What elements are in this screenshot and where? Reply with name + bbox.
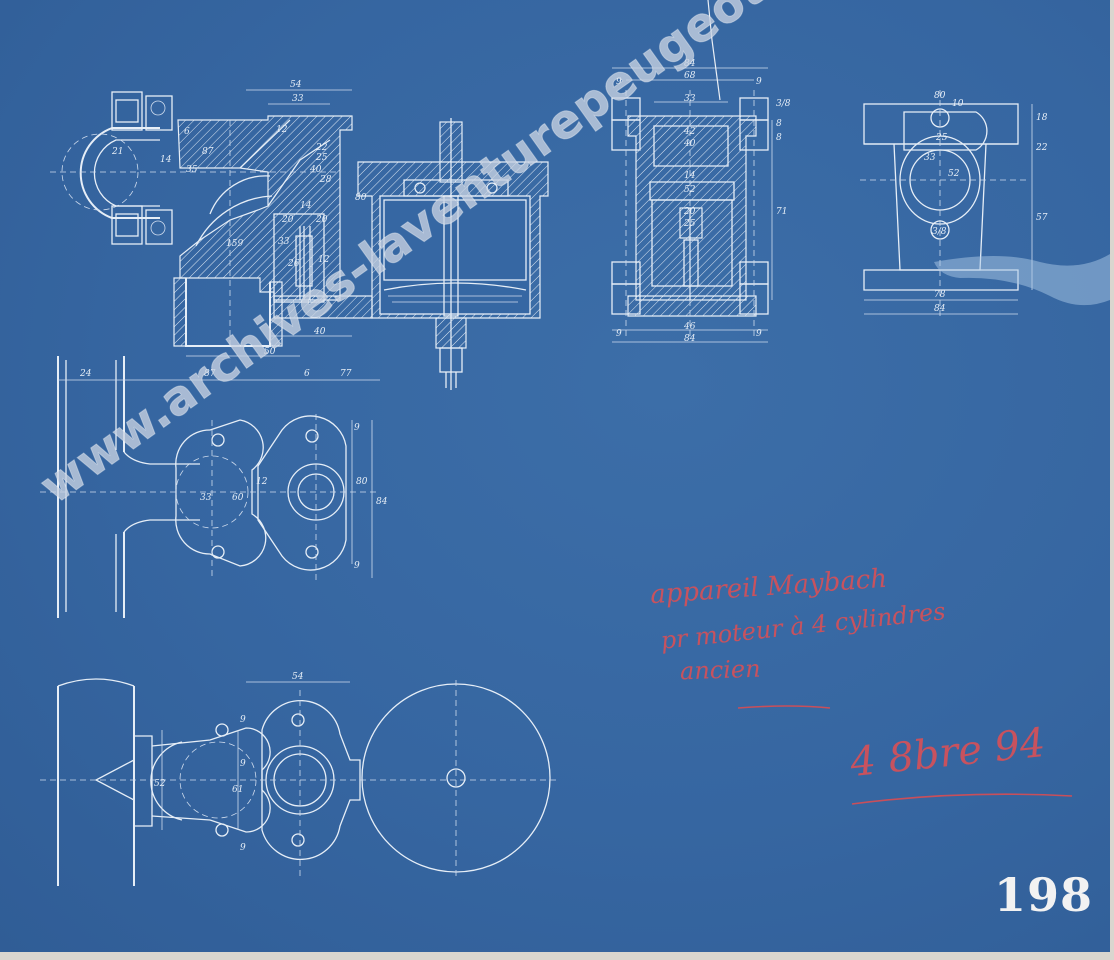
dim-label: 25 (315, 153, 328, 163)
dim-label: 14 (300, 201, 312, 211)
dim-label: 40 (313, 327, 326, 337)
dim-label: 84 (376, 497, 388, 507)
dim-label: 6 (184, 127, 190, 137)
dim-label: 50 (264, 347, 276, 357)
dim-label: 9 (240, 715, 246, 725)
dim-label: 33 (924, 153, 936, 163)
dim-label: 68 (684, 71, 696, 81)
dim-label: 87 (204, 369, 216, 379)
flange-end-view: 80 10 25 33 52 22 57 18 3/8 78 84 (860, 90, 1048, 320)
dim-label: 33 (278, 237, 290, 247)
dim-label: 9 (756, 77, 762, 87)
dim-label: 14 (160, 155, 172, 165)
annotation-line-3: ancien (679, 654, 762, 686)
dim-label: 10 (952, 99, 964, 109)
dim-label: 21 (111, 147, 123, 157)
date-underline (851, 793, 1073, 805)
dim-label: 46 (683, 322, 696, 332)
dim-label: 22 (1035, 143, 1048, 153)
dim-label: 60 (232, 493, 244, 503)
paper-crease (707, 0, 721, 101)
dim-label: 71 (776, 207, 787, 217)
dim-label: 9 (616, 329, 622, 339)
dim-label: 33 (684, 94, 696, 104)
dim-label: 12 (256, 477, 268, 487)
dim-label: 14 (684, 171, 696, 181)
dim-label: 52 (948, 169, 960, 179)
dim-label: 20 (315, 215, 328, 225)
dim-label: 9 (354, 423, 360, 433)
dim-label: 57 (1036, 213, 1048, 223)
dim-label: 84 (934, 304, 946, 314)
dim-label: 80 (356, 477, 368, 487)
dim-label: 33 (292, 94, 304, 104)
dim-label: 54 (290, 80, 302, 90)
dim-label: 22 (315, 143, 328, 153)
dim-label: 9 (240, 759, 246, 769)
dim-label: 87 (202, 147, 214, 157)
dim-label: 9 (240, 843, 246, 853)
dim-label: 42 (683, 127, 696, 137)
dim-label: 26 (287, 259, 300, 269)
dim-label: 61 (232, 785, 243, 795)
carburettor-front-view: 84 68 9 9 33 42 40 14 52 20 25 46 84 9 9… (611, 59, 791, 344)
sheet-number: 198 (994, 868, 1094, 922)
carburettor-plan-view: 24 87 6 77 9 33 60 80 84 9 12 (40, 356, 388, 618)
dim-label: 8 (776, 133, 782, 143)
carburettor-elevation-view: 54 9 9 52 61 9 (40, 672, 560, 886)
dim-label: 25 (935, 133, 948, 143)
dim-label: 80 (934, 91, 946, 101)
dim-label: 84 (684, 59, 696, 69)
dim-label: 9 (616, 77, 622, 87)
dim-label: 28 (319, 175, 332, 185)
dim-label: 6 (304, 369, 310, 379)
dim-label: 84 (684, 334, 696, 344)
dim-label: 3/8 (776, 99, 791, 109)
dim-label: 54 (292, 672, 304, 682)
note-underline (737, 705, 831, 709)
dim-label: 9 (354, 561, 360, 571)
dim-label: 12 (318, 255, 330, 265)
dim-label: 40 (309, 165, 322, 175)
dim-label: 33 (200, 493, 212, 503)
dim-label: 9 (756, 329, 762, 339)
dim-label: 40 (683, 139, 696, 149)
dim-label: 159 (226, 239, 243, 249)
carburettor-section-view: 54 33 21 87 35 14 6 12 22 25 40 28 14 20… (50, 80, 549, 390)
dim-label: 52 (154, 779, 166, 789)
dim-label: 18 (1036, 113, 1048, 123)
dim-label: 35 (186, 165, 198, 175)
dim-label: 78 (934, 290, 946, 300)
dim-label: 8 (776, 119, 782, 129)
dim-label: 25 (683, 219, 696, 229)
dim-label: 77 (340, 369, 352, 379)
dim-label: 12 (276, 125, 288, 135)
dim-label: 24 (79, 369, 92, 379)
dim-label: 20 (281, 215, 294, 225)
dim-label: 3/8 (932, 227, 947, 237)
dim-label: 80 (355, 193, 367, 203)
dim-label: 52 (684, 185, 696, 195)
dim-label: 20 (683, 207, 696, 217)
